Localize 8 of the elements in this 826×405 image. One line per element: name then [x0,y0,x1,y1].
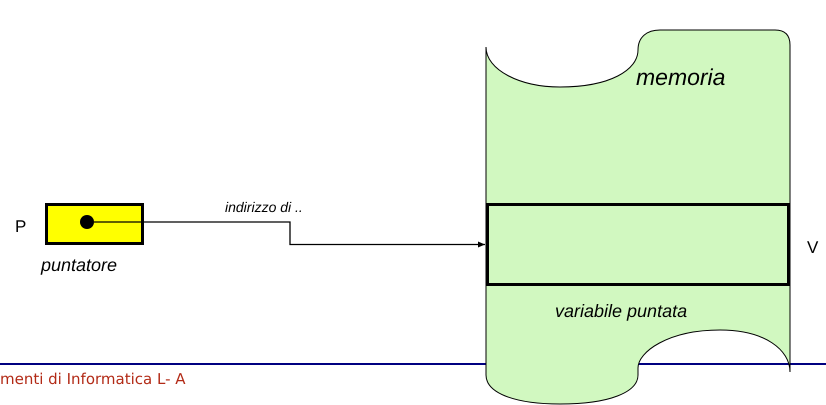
arrow [94,221,485,248]
cell-caption: variabile puntata [555,302,688,320]
footer-text: menti di Informatica L- A [0,372,186,387]
variable-name: V [807,239,818,256]
variable-name: P [15,218,26,235]
memory-title: memoria [636,66,726,89]
edge-label: indirizzo di .. [225,200,303,214]
pointer-caption: puntatore [41,256,118,274]
